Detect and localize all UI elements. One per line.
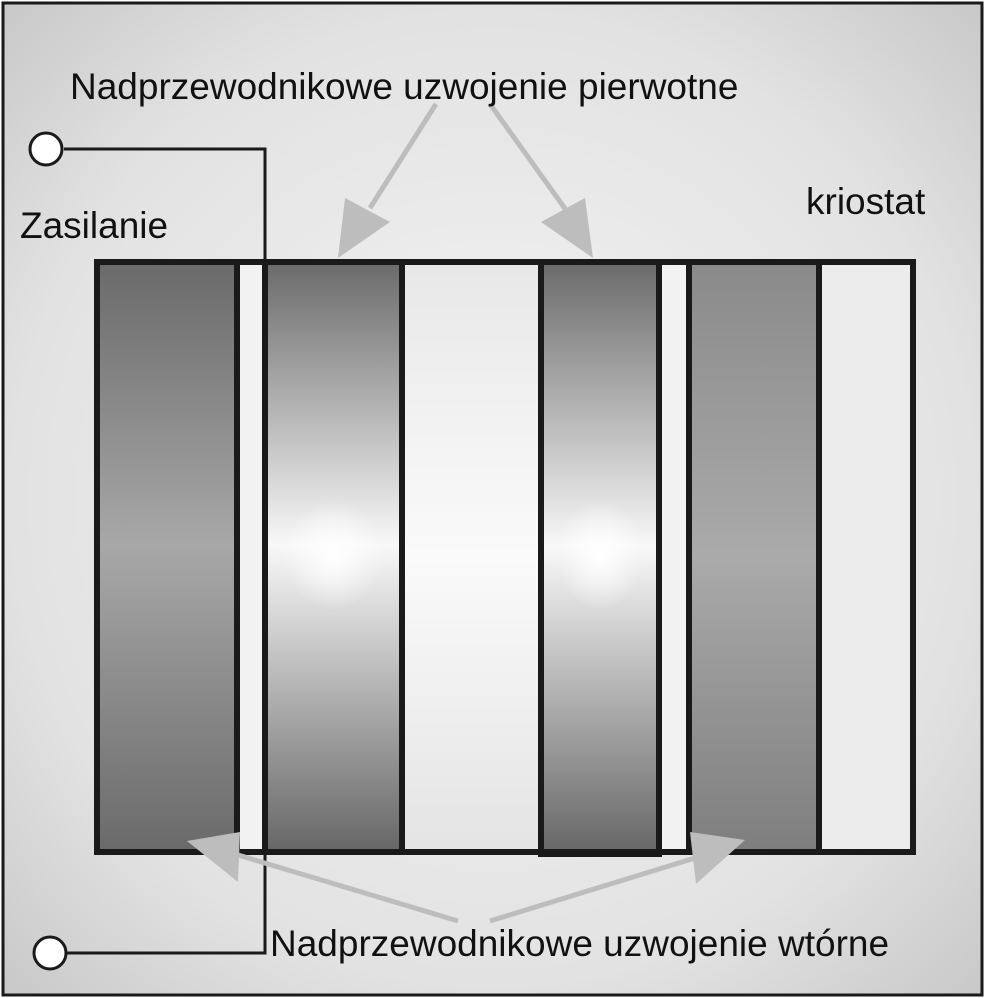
supply-wire-top	[64, 147, 267, 262]
gap-right	[662, 265, 686, 849]
secondary-winding-left	[94, 259, 240, 855]
secondary-winding-right	[686, 259, 822, 855]
power-supply-label: Zasilanie	[20, 205, 168, 246]
terminal-bottom	[32, 935, 68, 971]
primary-winding-left-glow	[283, 500, 383, 610]
transformer-body-outline	[94, 259, 916, 855]
primary-winding-label: Nadprzewodnikowe uzwojenie pierwotne	[70, 66, 738, 107]
arrows-primary	[338, 102, 593, 258]
cryostat-label: kriostat	[806, 181, 926, 222]
primary-winding-right-glow	[556, 500, 644, 610]
secondary-winding-label: Nadprzewodnikowe uzwojenie wtórne	[270, 923, 889, 964]
right-segment	[822, 265, 910, 849]
gap-left	[240, 265, 264, 849]
central-core	[405, 265, 539, 849]
supply-wire-bottom	[64, 852, 267, 955]
arrows-secondary	[187, 832, 745, 924]
terminal-top	[28, 131, 64, 167]
